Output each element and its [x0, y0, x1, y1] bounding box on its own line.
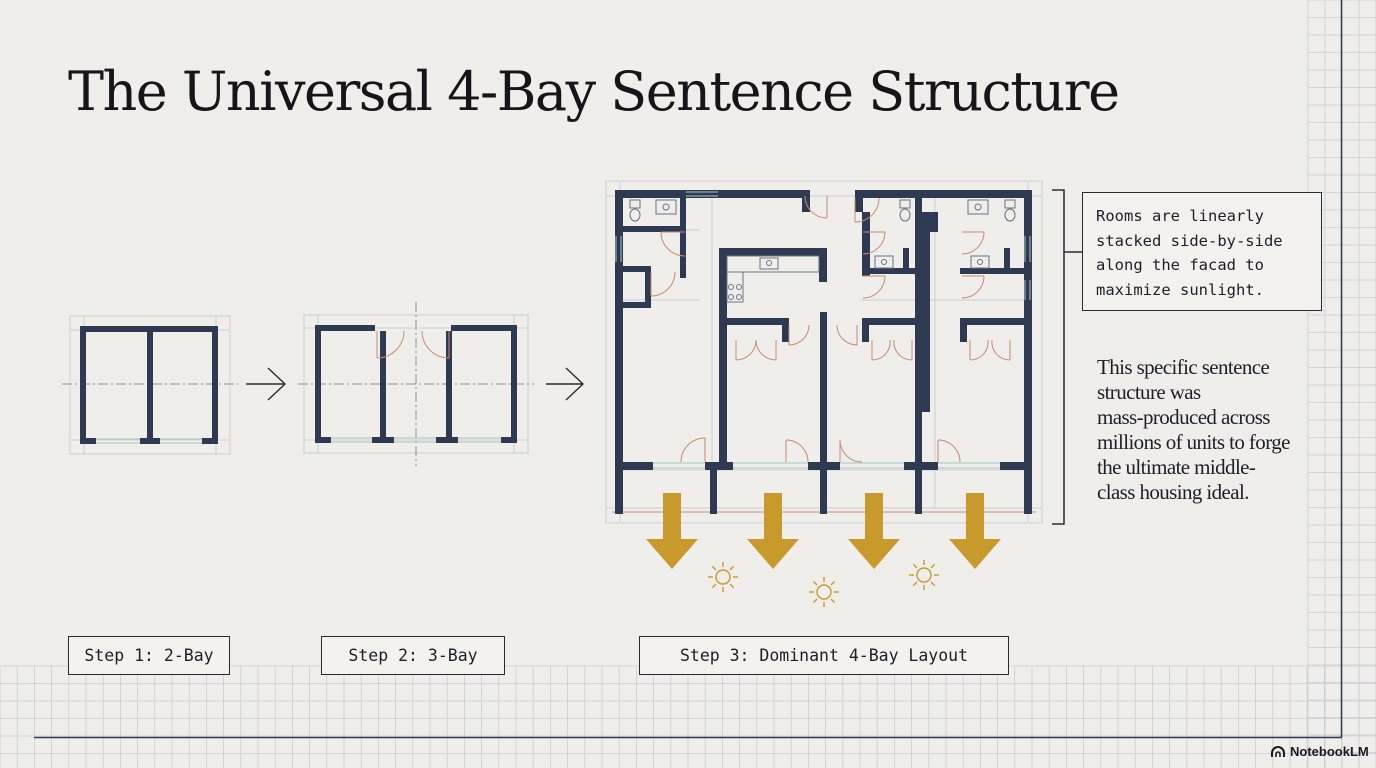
page-title: The Universal 4-Bay Sentence Structure [68, 60, 1120, 123]
down-arrow-icon [949, 493, 1001, 569]
suns [708, 560, 939, 607]
plan-3-bay [298, 302, 534, 466]
paragraph-line: structure was [1097, 380, 1201, 404]
down-arrow-icon [646, 493, 698, 569]
callout-line: maximize sunlight. [1096, 280, 1264, 299]
sun-icon [708, 562, 738, 592]
plan-2-bay [62, 315, 238, 455]
callout-line: Rooms are linearly [1096, 207, 1264, 225]
callout-box: Rooms are linearly stacked side-by-side … [1082, 192, 1322, 311]
sun-icon [909, 560, 939, 590]
callout-bracket [1052, 189, 1082, 525]
step-3-label: Step 3: Dominant 4-Bay Layout [639, 636, 1009, 675]
notebooklm-logo-icon [1271, 745, 1285, 757]
step-2-label: Step 2: 3-Bay [321, 636, 505, 675]
paragraph-line: class housing ideal. [1097, 480, 1249, 504]
right-arrow-icon [246, 367, 287, 401]
callout-line: stacked side-by-side [1096, 231, 1283, 250]
paragraph-line: This specific sentence [1097, 355, 1270, 379]
frame-lines [34, 0, 1343, 739]
paragraph-line: millions of units to forge [1097, 430, 1290, 454]
callout-line: along the facad to [1096, 256, 1264, 274]
paragraph-line: the ultimate middle- [1097, 455, 1256, 479]
right-arrow-icon [546, 367, 585, 401]
paragraph-line: mass-produced across [1097, 405, 1270, 429]
sunlight-arrows [646, 493, 1001, 569]
plan-4-bay [605, 180, 1043, 524]
description-paragraph: This specific sentence structure was mas… [1097, 355, 1347, 505]
sun-icon [809, 577, 839, 607]
brand-name: NotebookLM [1290, 744, 1369, 759]
down-arrow-icon [848, 493, 900, 569]
brand: NotebookLM [1270, 744, 1369, 759]
step-1-label: Step 1: 2-Bay [68, 636, 230, 675]
down-arrow-icon [747, 493, 799, 569]
